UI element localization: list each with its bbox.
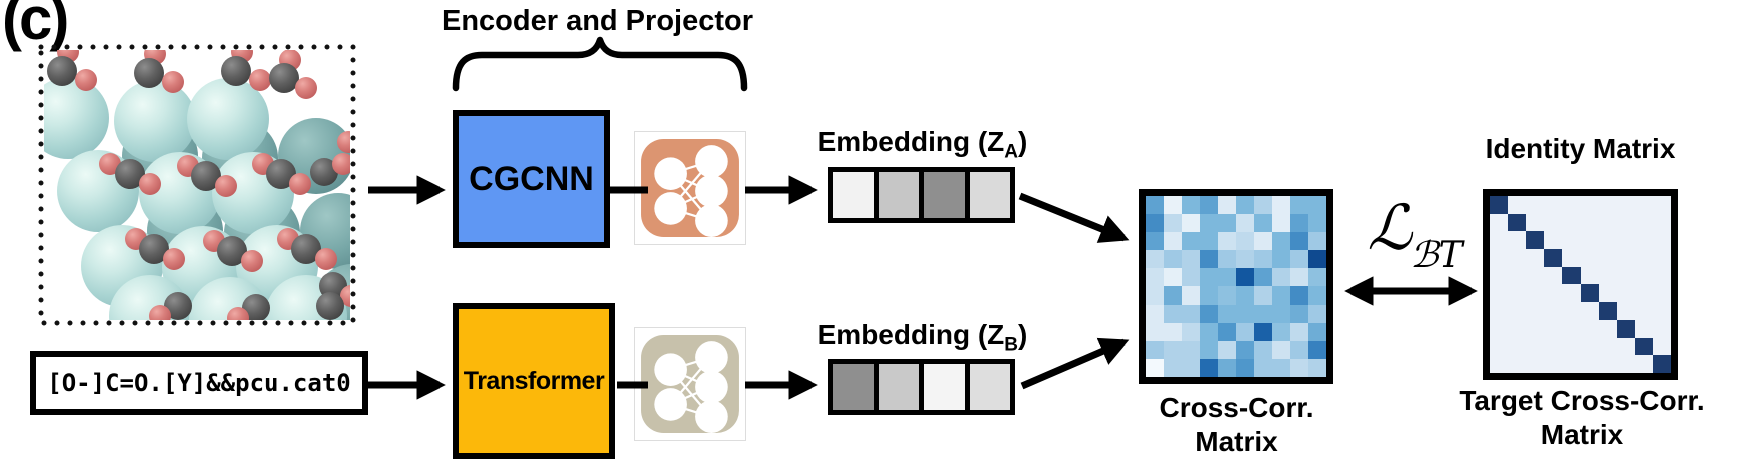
cgcnn-encoder-box: CGCNN <box>453 110 610 248</box>
loss-script-l: ℒ <box>1367 191 1413 264</box>
curly-brace-icon <box>452 36 748 92</box>
target-identity-matrix <box>1483 189 1678 380</box>
neural-network-icon <box>641 335 739 433</box>
embedding-a-vector <box>828 167 1015 223</box>
target-cross-corr-label: Target Cross-Corr. Matrix <box>1459 385 1705 450</box>
text-input-representation: [O-]C=O.[Y]&&pcu.cat0 <box>30 351 368 415</box>
arrow-embedding-a-to-matrix <box>1018 192 1130 243</box>
transformer-encoder-box: Transformer <box>453 303 615 459</box>
crystal-structure-image <box>38 44 356 326</box>
dotted-border <box>38 44 356 326</box>
loss-subscript-bt: ℬT <box>1410 235 1463 276</box>
smiles-text: [O-]C=O.[Y]&&pcu.cat0 <box>47 369 351 397</box>
embedding-b-vector <box>828 359 1015 415</box>
neural-network-icon <box>641 139 739 237</box>
identity-heatmap-grid <box>1490 196 1671 373</box>
loss-symbol: ℒℬT <box>1344 188 1486 276</box>
projector-b-container <box>634 327 746 441</box>
encoder-projector-title: Encoder and Projector <box>441 5 753 37</box>
cross-corr-matrix-label: Cross-Corr. Matrix <box>1159 392 1314 457</box>
cross-correlation-matrix <box>1139 189 1333 384</box>
embedding-b-label: Embedding (ZB) <box>817 319 1028 356</box>
embedding-a-label: Embedding (ZA) <box>817 126 1028 163</box>
panel-letter-label: (c) <box>2 0 69 52</box>
identity-matrix-label: Identity Matrix <box>1485 133 1676 164</box>
projector-a-container <box>634 131 746 245</box>
crystal-structure-svg <box>38 44 356 326</box>
cgcnn-label: CGCNN <box>469 159 594 198</box>
cross-correlation-heatmap-grid <box>1146 196 1326 377</box>
transformer-label: Transformer <box>463 366 605 395</box>
